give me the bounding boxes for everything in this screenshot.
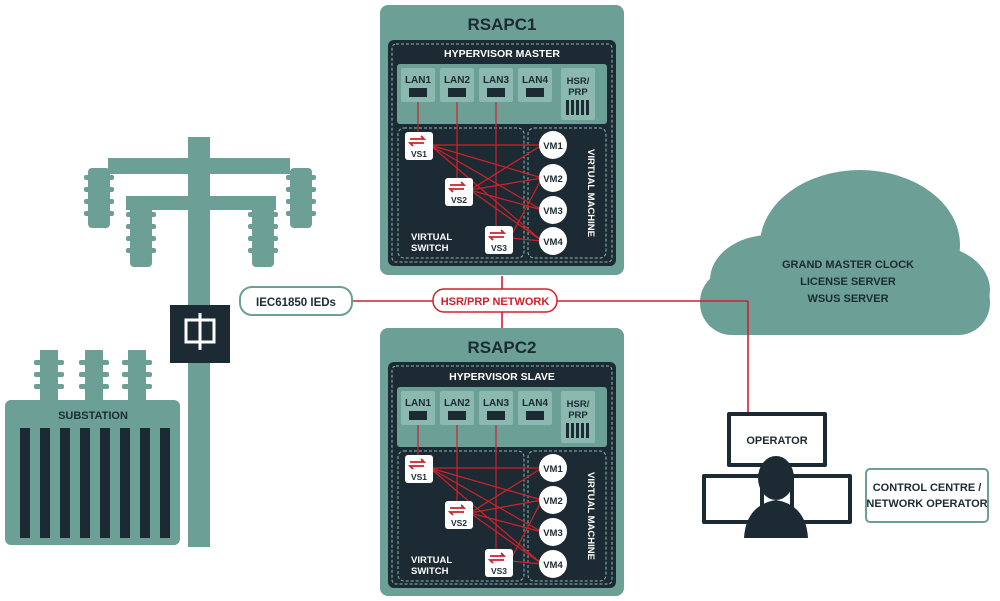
hsr-prp-network-pill <box>432 288 558 313</box>
rsapc2-vs1-label: VS1 <box>411 472 427 482</box>
rsapc1-lan1: LAN1 <box>405 75 432 86</box>
control-centre-box <box>865 468 989 523</box>
rsapc2-lan3: LAN3 <box>483 398 510 409</box>
rsapc1-vs1 <box>405 132 433 160</box>
rsapc2-vm1-label: VM1 <box>543 464 563 475</box>
rsapc2-vm3-label: VM3 <box>543 528 563 539</box>
rsapc1-virtual-machine: VIRTUAL MACHINE <box>585 149 596 237</box>
rsapc2-hypervisor: HYPERVISOR SLAVE <box>449 371 555 383</box>
rsapc2-vm3 <box>539 518 567 546</box>
rsapc2-vswitch-1: VIRTUAL <box>411 555 452 566</box>
rsapc1-hypervisor: HYPERVISOR MASTER <box>444 48 560 60</box>
substation-transformer-icon <box>5 350 180 545</box>
rsapc2-vm1 <box>539 454 567 482</box>
cloud-icon <box>700 170 990 335</box>
breaker-box-icon <box>170 305 230 363</box>
rsapc1-vm2-label: VM2 <box>543 174 563 185</box>
rsapc1-hsr-2: PRP <box>568 87 588 98</box>
rsapc1-vm4 <box>539 227 567 255</box>
utility-pole-icon <box>84 137 316 547</box>
rsapc2-vs2 <box>445 501 473 529</box>
operator-workstation-icon <box>702 412 852 538</box>
rsapc1-vm1-label: VM1 <box>543 141 563 152</box>
rsapc1-vs2 <box>445 178 473 206</box>
ieds-pill <box>239 286 353 316</box>
rsapc2-vm4-label: VM4 <box>543 560 563 571</box>
rsapc2-vm2-label: VM2 <box>543 496 563 507</box>
rsapc2-lan2: LAN2 <box>444 398 471 409</box>
cloud-line-1: GRAND MASTER CLOCK <box>782 259 914 271</box>
rsapc2-vs1 <box>405 455 433 483</box>
network-lines <box>352 276 749 412</box>
operator-label: OPERATOR <box>746 435 807 447</box>
rsapc2-title: RSAPC2 <box>468 338 537 357</box>
rsapc2-hsr-2: PRP <box>568 410 588 421</box>
cloud-line-2: LICENSE SERVER <box>800 276 896 288</box>
rsapc1-vs3 <box>485 226 513 254</box>
rsapc1-unit: RSAPC1 HYPERVISOR MASTER LAN1 LAN2 LAN3 … <box>380 5 624 275</box>
rsapc2-vs2-label: VS2 <box>451 518 467 528</box>
control-centre-line-1: CONTROL CENTRE / <box>873 482 982 494</box>
rsapc2-vs3-label: VS3 <box>491 566 507 576</box>
rsapc1-vm2 <box>539 164 567 192</box>
rsapc1-title: RSAPC1 <box>468 15 537 34</box>
rsapc1-vm3 <box>539 196 567 224</box>
rsapc1-lan4: LAN4 <box>522 75 549 86</box>
rsapc1-vm4-label: VM4 <box>543 237 563 248</box>
rsapc2-lan-port-icons <box>409 411 589 438</box>
rsapc1-vs3-label: VS3 <box>491 243 507 253</box>
rsapc1-hsr-1: HSR/ <box>567 76 590 87</box>
rsapc2-virtual-machine: VIRTUAL MACHINE <box>585 472 596 560</box>
rsapc2-hsr-1: HSR/ <box>567 399 590 410</box>
rsapc1-vs2-label: VS2 <box>451 195 467 205</box>
rsapc2-vm2 <box>539 486 567 514</box>
rsapc2-vswitch-2: SWITCH <box>411 566 449 577</box>
rsapc1-lan2: LAN2 <box>444 75 471 86</box>
network-label: HSR/PRP NETWORK <box>441 296 550 308</box>
rsapc1-vswitch-1: VIRTUAL <box>411 232 452 243</box>
rsapc1-lan-port-icons <box>409 88 589 115</box>
rsapc1-vswitch-2: SWITCH <box>411 243 449 254</box>
rsapc2-lan4: LAN4 <box>522 398 549 409</box>
rsapc2-vm4 <box>539 550 567 578</box>
rsapc1-vm1 <box>539 131 567 159</box>
cloud-line-3: WSUS SERVER <box>807 293 888 305</box>
control-centre-line-2: NETWORK OPERATOR <box>866 498 987 510</box>
rsapc2-vs3 <box>485 549 513 577</box>
rsapc2-unit: RSAPC2 HYPERVISOR SLAVE LAN1 LAN2 LAN3 L… <box>380 328 624 596</box>
substation-label: SUBSTATION <box>58 410 128 422</box>
rsapc2-lan1: LAN1 <box>405 398 432 409</box>
ieds-label: IEC61850 IEDs <box>256 297 336 309</box>
rsapc1-lan3: LAN3 <box>483 75 510 86</box>
rsapc1-vm3-label: VM3 <box>543 206 563 217</box>
rsapc1-vs1-label: VS1 <box>411 149 427 159</box>
transformer-fins-icon <box>20 428 170 538</box>
